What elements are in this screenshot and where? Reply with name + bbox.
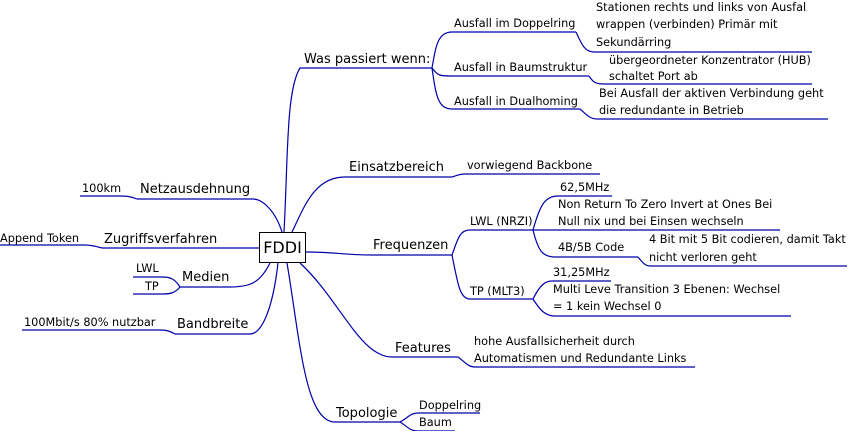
note-bandbreite: 100Mbit/s 80% nutzbar	[24, 316, 156, 329]
branch-einsatzbereich[interactable]: Einsatzbereich	[349, 160, 445, 175]
root-node-fddi[interactable]: FDDI	[259, 232, 306, 263]
note-nrzi-line2: Null nix und bei Einsen wechseln	[558, 215, 744, 228]
note-baumstruktur-line2: schaltet Port ab	[609, 70, 698, 83]
note-nrzi-line1: Non Return To Zero Invert at Ones Bei	[558, 198, 773, 211]
branch-topologie[interactable]: Topologie	[336, 406, 398, 421]
note-doppelring-line3: Sekundärring	[596, 36, 672, 49]
branch-frequenzen[interactable]: Frequenzen	[373, 238, 449, 253]
note-zugriffsverfahren: Append Token	[0, 232, 80, 245]
node-ausfall-doppelring[interactable]: Ausfall im Doppelring	[454, 17, 576, 30]
connector-medien	[180, 262, 271, 288]
note-baumstruktur-line1: übergeordneter Konzentrator (HUB)	[609, 54, 811, 67]
node-topologie-doppelring[interactable]: Doppelring	[419, 399, 482, 412]
branch-features[interactable]: Features	[395, 341, 451, 356]
branch-zugriffsverfahren[interactable]: Zugriffsverfahren	[104, 232, 218, 247]
node-topologie-baum[interactable]: Baum	[419, 416, 452, 429]
note-doppelring-line2: wrappen (verbinden) Primär mit	[596, 18, 778, 31]
connector-frequenzen	[305, 251, 452, 256]
branch-netzausdehnung[interactable]: Netzausdehnung	[140, 182, 251, 197]
connector-features	[299, 262, 458, 358]
note-dualhoming-line2: die redundante in Betrieb	[599, 104, 744, 117]
connector-topologie	[286, 262, 400, 423]
node-medien-lwl[interactable]: LWL	[136, 262, 159, 275]
note-mlt3-line2: = 1 kein Wechsel 0	[553, 300, 662, 313]
node-medien-tp[interactable]: TP	[145, 280, 159, 293]
note-dualhoming-line1: Bei Ausfall der aktiven Verbindung geht	[599, 87, 824, 100]
note-lwl-freq: 62,5MHz	[560, 181, 610, 194]
note-features-line1: hohe Ausfallsicherheit durch	[474, 335, 635, 348]
connector-einsatzbereich	[291, 176, 452, 233]
branch-was-passiert[interactable]: Was passiert wenn:	[304, 52, 431, 67]
connector-was-passiert	[283, 67, 432, 233]
connector-bandbreite	[175, 262, 279, 335]
note-tp-freq: 31,25MHz	[553, 266, 610, 279]
node-ausfall-dualhoming[interactable]: Ausfall in Dualhoming	[454, 95, 578, 108]
node-ausfall-baumstruktur[interactable]: Ausfall in Baumstruktur	[454, 61, 588, 74]
note-4b5b-line1: 4 Bit mit 5 Bit codieren, damit Takt	[649, 233, 846, 246]
node-lwl-nrzi[interactable]: LWL (NRZI)	[470, 215, 533, 228]
note-doppelring-line1: Stationen rechts und links von Ausfal	[596, 1, 807, 14]
note-mlt3-line1: Multi Leve Transition 3 Ebenen: Wechsel	[553, 283, 781, 296]
note-4b5b-line2: nicht verloren geht	[649, 251, 757, 264]
note-einsatzbereich: vorwiegend Backbone	[467, 159, 593, 172]
branch-medien[interactable]: Medien	[182, 270, 230, 285]
branch-bandbreite[interactable]: Bandbreite	[177, 317, 249, 332]
connector-netzausdehnung	[137, 198, 283, 233]
node-4b5b-code[interactable]: 4B/5B Code	[558, 241, 625, 254]
note-netzausdehnung: 100km	[82, 182, 122, 195]
note-features-line2: Automatismen und Redundante Links	[474, 352, 687, 365]
node-tp-mlt3[interactable]: TP (MLT3)	[470, 285, 525, 298]
